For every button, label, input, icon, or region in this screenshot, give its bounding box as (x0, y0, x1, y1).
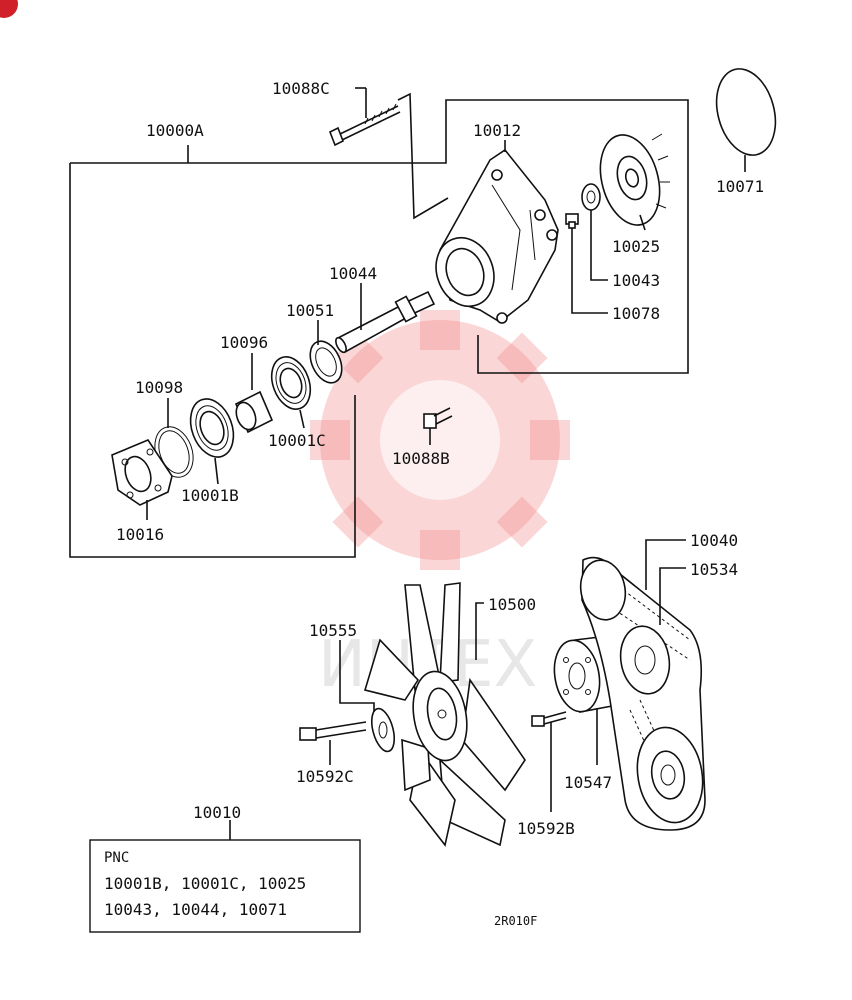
label-10051: 10051 (286, 301, 334, 320)
label-10044: 10044 (329, 264, 377, 283)
leader-10088C-gasket (397, 92, 449, 220)
label-10071: 10071 (716, 177, 764, 196)
spacer-10096 (234, 390, 274, 434)
leader-10500 (475, 602, 484, 660)
figure-code: 2R010F (494, 914, 537, 928)
seal-10051 (309, 340, 343, 384)
label-10040: 10040 (690, 531, 738, 550)
gasket-10071 (715, 68, 777, 156)
label-10088B: 10088B (392, 449, 450, 468)
label-10016: 10016 (116, 525, 164, 544)
assembly-frame-10000A (69, 99, 689, 558)
bolt-10088C (328, 103, 401, 147)
label-10001C: 10001C (268, 431, 326, 450)
bolt-10592C (299, 721, 367, 741)
fan-10500 (363, 582, 526, 847)
plug-10078 (565, 213, 579, 229)
belt-10040 (579, 556, 706, 831)
shaft-10044 (335, 290, 436, 354)
pnc-line-1: 10001B, 10001C, 10025 (104, 874, 306, 893)
pnc-line-2: 10043, 10044, 10071 (104, 900, 287, 919)
corner-badge-icon (0, 0, 18, 18)
label-10500: 10500 (488, 595, 536, 614)
flange-10016 (111, 439, 173, 506)
pnc-box (89, 839, 361, 933)
leader-10040 (645, 539, 686, 590)
label-10555: 10555 (309, 621, 357, 640)
label-10096: 10096 (220, 333, 268, 352)
label-10547: 10547 (564, 773, 612, 792)
plate-10025 (599, 133, 670, 226)
label-10088C: 10088C (272, 79, 330, 98)
washer-10043 (581, 183, 601, 211)
leader-10555 (339, 640, 375, 712)
fan-spacer-10555 (370, 707, 396, 753)
housing-10012 (435, 148, 559, 324)
leader-10078 (571, 228, 608, 314)
label-10098: 10098 (135, 378, 183, 397)
bearing-10001C (270, 356, 312, 410)
label-10025: 10025 (612, 237, 660, 256)
bearing-10001B (189, 398, 235, 458)
label-10592B: 10592B (517, 819, 575, 838)
label-10534: 10534 (690, 560, 738, 579)
leader-10534 (659, 567, 686, 625)
label-10000A: 10000A (146, 121, 204, 140)
label-10012: 10012 (473, 121, 521, 140)
bolt-10592B (531, 711, 567, 727)
pnc-heading: PNC (104, 850, 129, 866)
label-10043: 10043 (612, 271, 660, 290)
watermark-gear-icon (310, 310, 570, 570)
label-10001B: 10001B (181, 486, 239, 505)
label-10592C: 10592C (296, 767, 354, 786)
leader-10043 (590, 210, 608, 281)
label-10078: 10078 (612, 304, 660, 323)
label-10010: 10010 (193, 803, 241, 822)
